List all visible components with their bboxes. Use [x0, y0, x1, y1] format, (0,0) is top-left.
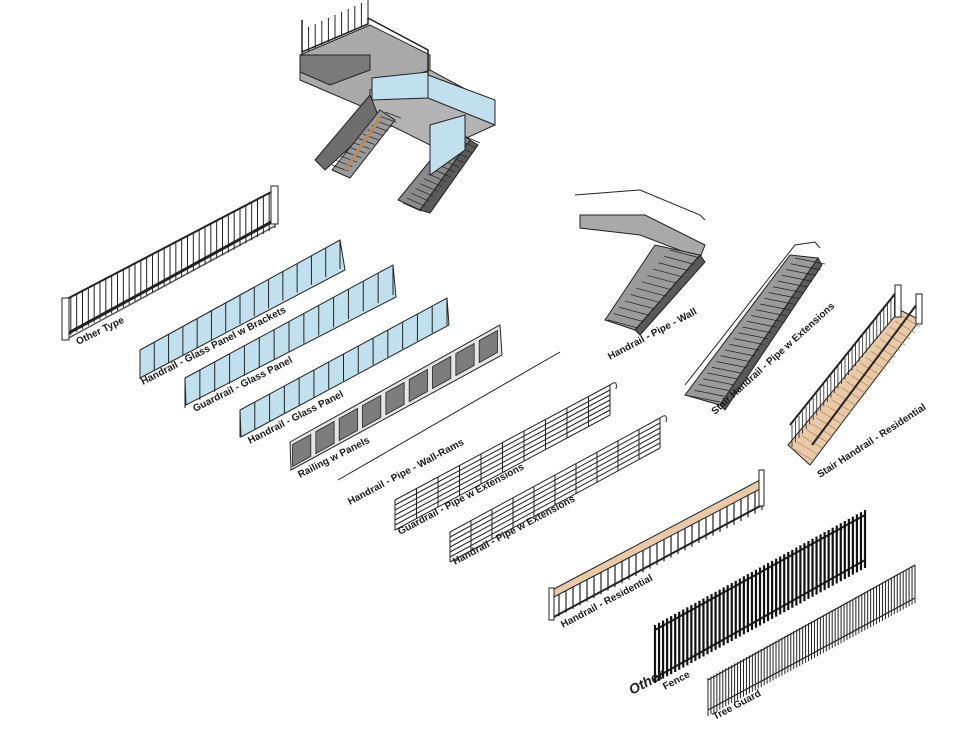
stair-handrail-pipe-ext: Stair Handrail - Pipe w Extensions: [684, 241, 838, 417]
stair-landing-assembly: [299, 0, 496, 214]
label-other: Other: [626, 665, 668, 697]
fence: Fence: [653, 510, 867, 693]
tree-guard: Tree Guard: [707, 564, 916, 723]
stair-handrail-residential: Stair Handrail - Residential: [787, 284, 929, 481]
stair-pipe-wall: Handrail - Pipe - Wall: [574, 189, 706, 363]
